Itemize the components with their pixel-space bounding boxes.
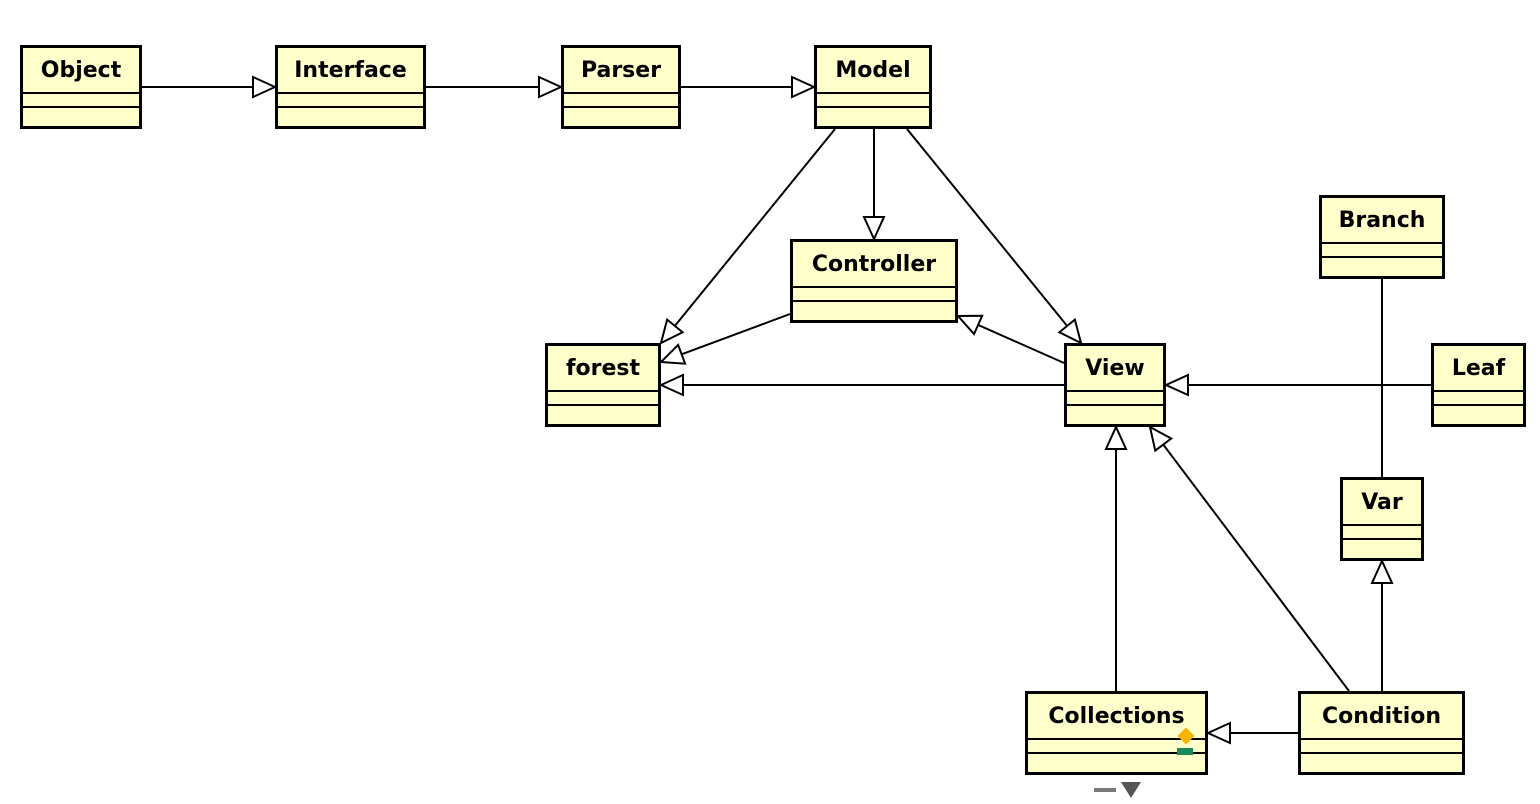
- attributes-compartment: [1343, 524, 1421, 538]
- relation-parser-model[interactable]: [681, 75, 817, 99]
- class-branch[interactable]: Branch: [1319, 195, 1445, 279]
- attributes-compartment: [817, 92, 929, 106]
- operations-compartment: [1343, 538, 1421, 540]
- relation-condition-var[interactable]: [1370, 558, 1394, 691]
- relation-line[interactable]: [674, 128, 836, 327]
- relation-model-view[interactable]: [906, 128, 1083, 345]
- attributes-compartment: [1067, 390, 1163, 404]
- relation-view-forest[interactable]: [658, 373, 1064, 397]
- operations-compartment: [548, 404, 658, 406]
- attributes-compartment: [793, 286, 955, 300]
- operations-compartment: [564, 106, 678, 108]
- relation-condition-collections[interactable]: [1205, 721, 1298, 745]
- relation-model-forest[interactable]: [659, 128, 836, 345]
- class-collections[interactable]: Collections: [1025, 691, 1208, 775]
- relation-collections-view[interactable]: [1104, 424, 1128, 691]
- operations-compartment: [1067, 404, 1163, 406]
- attributes-compartment: [23, 92, 139, 106]
- relation-object-interface[interactable]: [142, 75, 278, 99]
- attributes-compartment: [1301, 738, 1462, 752]
- generalization-arrowhead: [1205, 721, 1231, 745]
- relation-interface-parser[interactable]: [426, 75, 564, 99]
- class-parser[interactable]: Parser: [561, 45, 681, 129]
- class-forest[interactable]: forest: [545, 343, 661, 427]
- generalization-arrowhead: [252, 75, 278, 99]
- relation-line[interactable]: [1162, 443, 1350, 692]
- class-name: forest: [565, 356, 641, 381]
- operations-compartment: [1301, 752, 1462, 754]
- generalization-arrowhead: [538, 75, 564, 99]
- operations-compartment: [817, 106, 929, 108]
- generalization-arrowhead: [658, 343, 687, 365]
- class-name: Condition: [1321, 704, 1442, 729]
- relation-view-controller[interactable]: [955, 314, 1065, 364]
- relation-model-controller[interactable]: [862, 129, 886, 242]
- relation-leaf-view[interactable]: [1163, 373, 1431, 397]
- generalization-arrowhead: [955, 314, 984, 336]
- generalization-arrowhead: [658, 373, 684, 397]
- generalization-arrowhead: [1104, 424, 1128, 450]
- class-leaf[interactable]: Leaf: [1431, 343, 1526, 427]
- generalization-arrowhead: [862, 216, 886, 242]
- operations-compartment: [1434, 404, 1523, 406]
- class-name: Var: [1361, 490, 1403, 515]
- generalization-arrowhead: [1148, 425, 1174, 453]
- generalization-arrowhead: [1163, 373, 1189, 397]
- class-view[interactable]: View: [1064, 343, 1166, 427]
- generalization-arrowhead: [791, 75, 817, 99]
- class-controller[interactable]: Controller: [790, 239, 958, 323]
- attributes-compartment: [564, 92, 678, 106]
- relation-line[interactable]: [977, 324, 1065, 364]
- class-name: View: [1085, 356, 1145, 381]
- relation-line[interactable]: [681, 313, 791, 356]
- class-name: Parser: [580, 58, 662, 83]
- operations-compartment: [1028, 752, 1205, 754]
- class-name: Collections: [1048, 704, 1185, 729]
- operations-compartment: [23, 106, 139, 108]
- relation-controller-forest[interactable]: [658, 313, 791, 365]
- generalization-arrowhead: [659, 317, 685, 345]
- generalization-arrowhead: [1370, 558, 1394, 584]
- class-name: Object: [40, 58, 122, 83]
- attributes-compartment: [1434, 390, 1523, 404]
- class-name: Interface: [294, 58, 407, 83]
- relation-line[interactable]: [906, 128, 1068, 327]
- class-name: Branch: [1338, 208, 1426, 233]
- attributes-compartment: [1028, 738, 1205, 752]
- class-name: Leaf: [1451, 356, 1506, 381]
- attributes-compartment: [548, 390, 658, 404]
- operations-compartment: [1322, 256, 1442, 258]
- operations-compartment: [278, 106, 423, 108]
- class-interface[interactable]: Interface: [275, 45, 426, 129]
- class-var[interactable]: Var: [1340, 477, 1424, 561]
- class-object[interactable]: Object: [20, 45, 142, 129]
- tri-down-icon[interactable]: [1121, 782, 1141, 798]
- attributes-compartment: [278, 92, 423, 106]
- class-name: Model: [835, 58, 911, 83]
- generalization-arrowhead: [1057, 317, 1083, 345]
- attributes-compartment: [1322, 242, 1442, 256]
- dash-icon[interactable]: [1094, 788, 1116, 792]
- relation-condition-view[interactable]: [1148, 425, 1350, 692]
- bar-icon[interactable]: [1177, 748, 1193, 755]
- class-name: Controller: [811, 252, 937, 277]
- class-model[interactable]: Model: [814, 45, 932, 129]
- operations-compartment: [793, 300, 955, 302]
- class-condition[interactable]: Condition: [1298, 691, 1465, 775]
